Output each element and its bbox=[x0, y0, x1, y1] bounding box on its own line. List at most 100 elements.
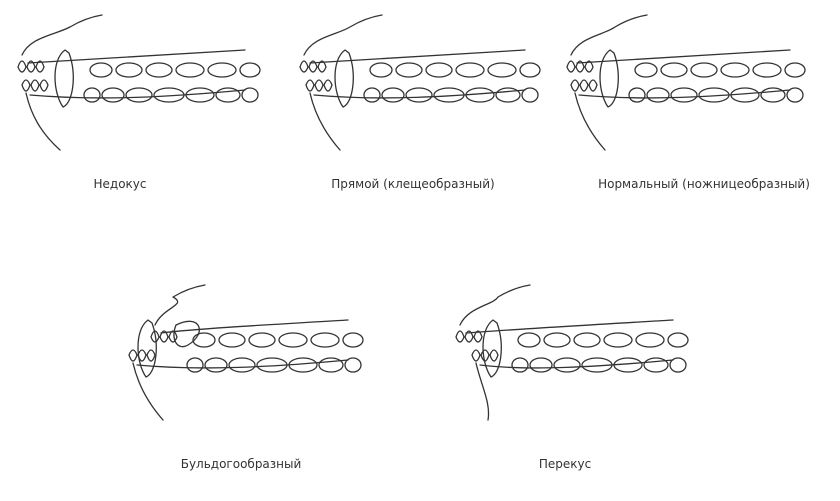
upper-molar bbox=[636, 333, 664, 347]
lower-molar bbox=[186, 88, 214, 102]
jaw-drawing-level-bite bbox=[280, 0, 560, 200]
caption-bulldog-bite: Бульдогообразный bbox=[180, 457, 302, 471]
lower-molar bbox=[345, 358, 361, 372]
lower-incisor bbox=[129, 350, 137, 361]
diagram-underbite: Недокус bbox=[0, 0, 280, 200]
upper-snout-outline bbox=[460, 285, 530, 325]
lower-molar bbox=[582, 358, 612, 372]
upper-gum-line bbox=[577, 50, 790, 63]
upper-incisor bbox=[465, 331, 473, 342]
upper-molar bbox=[146, 63, 172, 77]
upper-incisor bbox=[309, 61, 317, 72]
lower-jaw-outline bbox=[310, 93, 340, 150]
diagram-scissor-bite: Нормальный (ножницеобразный) bbox=[550, 0, 840, 200]
lower-molar bbox=[644, 358, 668, 372]
caption-level-bite: Прямой (клещеобразный) bbox=[331, 177, 495, 191]
upper-incisor bbox=[474, 331, 482, 342]
lower-molar bbox=[530, 358, 552, 372]
lower-molar bbox=[289, 358, 317, 372]
jaw-group bbox=[18, 15, 260, 150]
lower-molar bbox=[614, 358, 642, 372]
upper-molar bbox=[116, 63, 142, 77]
lower-incisor bbox=[490, 350, 498, 361]
upper-gum-line bbox=[310, 50, 525, 63]
lower-molar bbox=[242, 88, 258, 102]
upper-incisor bbox=[456, 331, 464, 342]
jaw-drawing-underbite bbox=[0, 0, 280, 200]
caption-overbite: Перекус bbox=[538, 457, 592, 471]
upper-snout-outline bbox=[304, 15, 382, 55]
lower-incisor bbox=[22, 80, 30, 91]
lower-molar bbox=[216, 88, 240, 102]
upper-molar bbox=[661, 63, 687, 77]
upper-molar bbox=[544, 333, 570, 347]
lower-molar bbox=[671, 88, 697, 102]
lower-molar bbox=[154, 88, 184, 102]
upper-molar bbox=[426, 63, 452, 77]
lower-molar bbox=[364, 88, 380, 102]
upper-incisor bbox=[576, 61, 584, 72]
upper-incisor bbox=[318, 61, 326, 72]
lower-molar bbox=[466, 88, 494, 102]
canine-tooth bbox=[335, 50, 353, 107]
lower-molar bbox=[522, 88, 538, 102]
upper-molar bbox=[370, 63, 392, 77]
caption-underbite: Недокус bbox=[93, 177, 147, 191]
diagram-level-bite: Прямой (клещеобразный) bbox=[280, 0, 560, 200]
lower-jaw-outline bbox=[26, 93, 60, 150]
upper-molar bbox=[456, 63, 484, 77]
lower-molar bbox=[761, 88, 785, 102]
lower-molar bbox=[84, 88, 100, 102]
upper-molar bbox=[193, 333, 215, 347]
lower-incisor bbox=[40, 80, 48, 91]
upper-molar bbox=[279, 333, 307, 347]
lower-molar bbox=[205, 358, 227, 372]
lower-molar bbox=[512, 358, 528, 372]
lower-incisor bbox=[31, 80, 39, 91]
lower-molar bbox=[554, 358, 580, 372]
upper-molar bbox=[240, 63, 260, 77]
upper-molar bbox=[574, 333, 600, 347]
jaw-drawing-bulldog-bite bbox=[105, 270, 405, 490]
upper-incisor bbox=[169, 331, 177, 342]
lower-molar bbox=[731, 88, 759, 102]
lower-incisor bbox=[324, 80, 332, 91]
upper-incisor bbox=[585, 61, 593, 72]
lower-molar bbox=[629, 88, 645, 102]
upper-snout-outline bbox=[155, 285, 205, 325]
lower-jaw-outline bbox=[575, 93, 605, 150]
caption-scissor-bite: Нормальный (ножницеобразный) bbox=[598, 177, 810, 191]
lower-molar bbox=[787, 88, 803, 102]
upper-canine-tooth bbox=[174, 321, 199, 346]
upper-molar bbox=[396, 63, 422, 77]
upper-incisor bbox=[151, 331, 159, 342]
upper-snout-outline bbox=[571, 15, 647, 55]
canine-tooth bbox=[483, 320, 501, 377]
upper-gum-line bbox=[28, 50, 245, 63]
canine-tooth bbox=[138, 320, 156, 377]
jaw-group bbox=[129, 285, 363, 420]
lower-incisor bbox=[147, 350, 155, 361]
upper-molar bbox=[518, 333, 540, 347]
upper-incisor bbox=[27, 61, 35, 72]
canine-tooth bbox=[600, 50, 618, 107]
upper-molar bbox=[343, 333, 363, 347]
lower-molar bbox=[382, 88, 404, 102]
upper-incisor bbox=[36, 61, 44, 72]
upper-molar bbox=[635, 63, 657, 77]
lower-incisor bbox=[138, 350, 146, 361]
lower-molar bbox=[319, 358, 343, 372]
lower-incisor bbox=[580, 80, 588, 91]
upper-molar bbox=[249, 333, 275, 347]
upper-snout-outline bbox=[22, 15, 102, 55]
lower-molar bbox=[126, 88, 152, 102]
lower-jaw-outline bbox=[133, 363, 163, 420]
lower-incisor bbox=[315, 80, 323, 91]
lower-incisor bbox=[571, 80, 579, 91]
upper-molar bbox=[520, 63, 540, 77]
upper-incisor bbox=[567, 61, 575, 72]
lower-molar bbox=[257, 358, 287, 372]
upper-gum-line bbox=[161, 320, 348, 333]
jaw-group bbox=[567, 15, 805, 150]
jaw-drawing-overbite bbox=[430, 270, 710, 490]
